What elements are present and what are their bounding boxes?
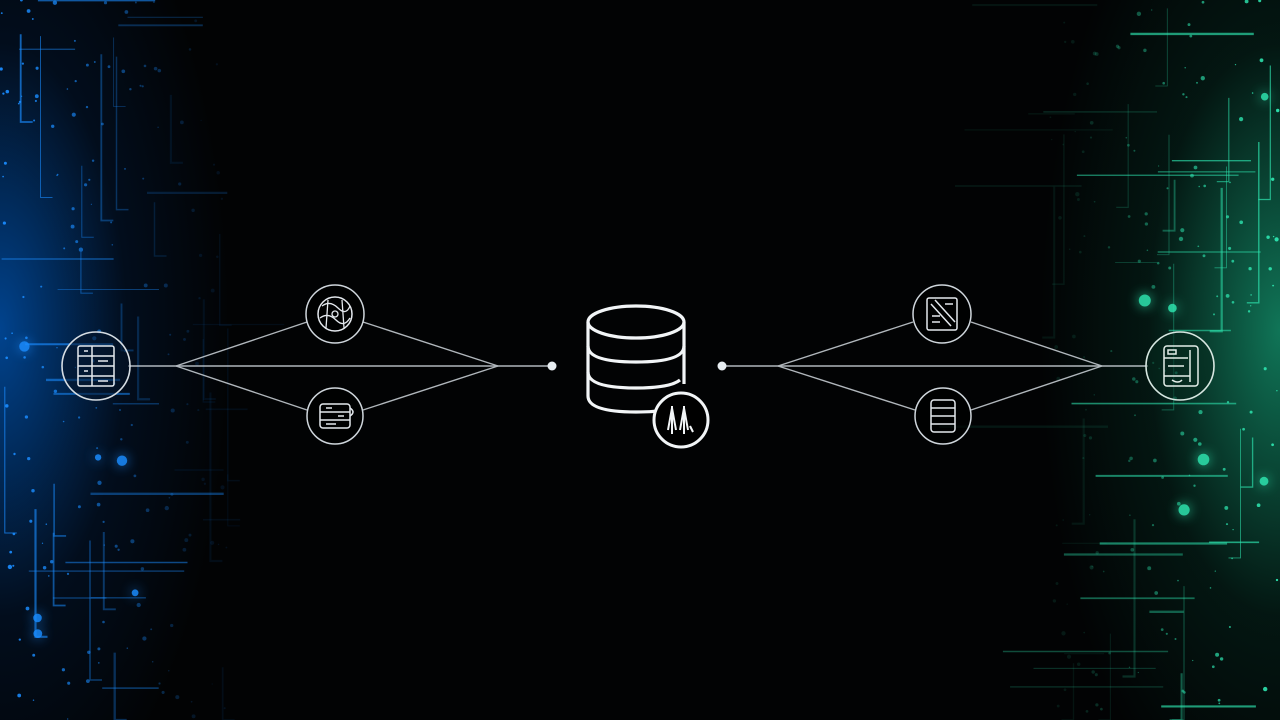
- right-endpoint-dot: [717, 361, 727, 371]
- network-mesh-icon: [305, 284, 365, 344]
- server-rack-icon: [61, 331, 131, 401]
- right-circuit-traces: [939, 0, 1280, 720]
- wave-badge-icon: [652, 391, 710, 449]
- stacked-drives-icon: [914, 387, 972, 445]
- left-connector-lines: [128, 321, 548, 411]
- server-panel-icon: [1145, 331, 1215, 401]
- left-circuit-traces: [0, 0, 285, 720]
- left-endpoint-dot: [547, 361, 557, 371]
- database-icon: [586, 304, 686, 414]
- storage-unit-icon: [306, 387, 364, 445]
- document-icon: [912, 284, 972, 344]
- right-connector-lines: [726, 321, 1148, 411]
